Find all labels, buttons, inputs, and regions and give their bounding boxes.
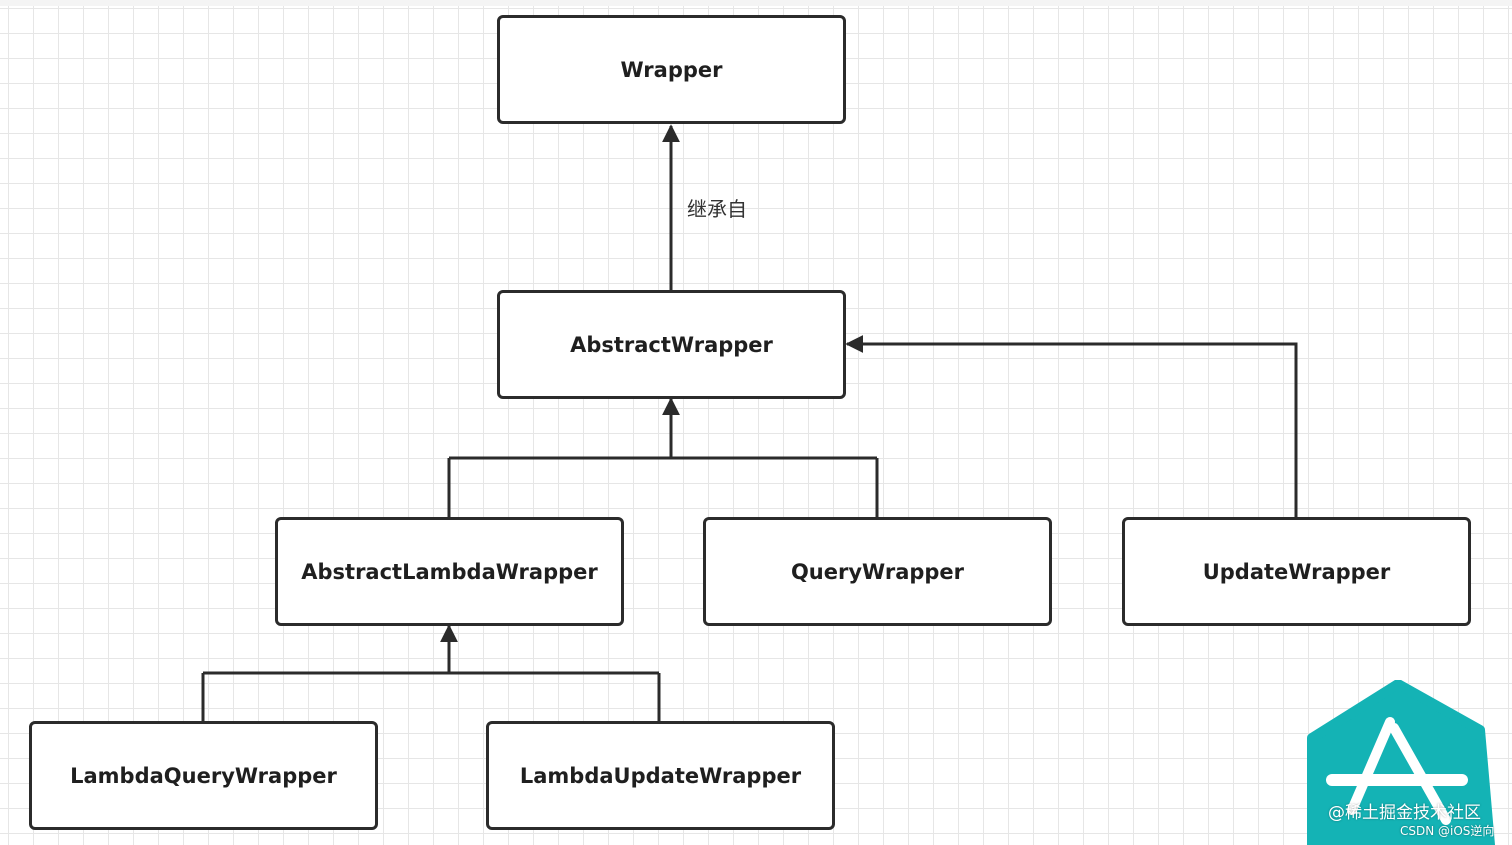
node-wrapper: Wrapper <box>497 15 846 124</box>
edge-label-inherits-from: 继承自 <box>687 197 747 221</box>
node-update-wrapper: UpdateWrapper <box>1122 517 1471 626</box>
node-wrapper-label: Wrapper <box>620 57 723 82</box>
node-abstract-lambda-wrapper-label: AbstractLambdaWrapper <box>301 559 598 584</box>
node-abstract-lambda-wrapper: AbstractLambdaWrapper <box>275 517 624 626</box>
app-store-logo-icon <box>1307 680 1495 845</box>
watermark-juejin: @稀土掘金技术社区 <box>1328 803 1481 823</box>
edge-updatewrapper-to-abstractwrapper <box>845 335 1298 517</box>
node-lambda-update-wrapper-label: LambdaUpdateWrapper <box>519 763 802 788</box>
node-lambda-query-wrapper: LambdaQueryWrapper <box>29 721 378 830</box>
node-lambda-query-wrapper-label: LambdaQueryWrapper <box>70 763 337 788</box>
node-query-wrapper-label: QueryWrapper <box>790 559 965 584</box>
node-abstract-wrapper-label: AbstractWrapper <box>570 332 773 357</box>
watermark-csdn: CSDN @iOS逆向 <box>1400 824 1495 838</box>
node-abstract-wrapper: AbstractWrapper <box>497 290 846 399</box>
node-lambda-update-wrapper: LambdaUpdateWrapper <box>486 721 835 830</box>
top-strip <box>0 0 1512 6</box>
node-query-wrapper: QueryWrapper <box>703 517 1052 626</box>
node-update-wrapper-label: UpdateWrapper <box>1202 559 1391 584</box>
